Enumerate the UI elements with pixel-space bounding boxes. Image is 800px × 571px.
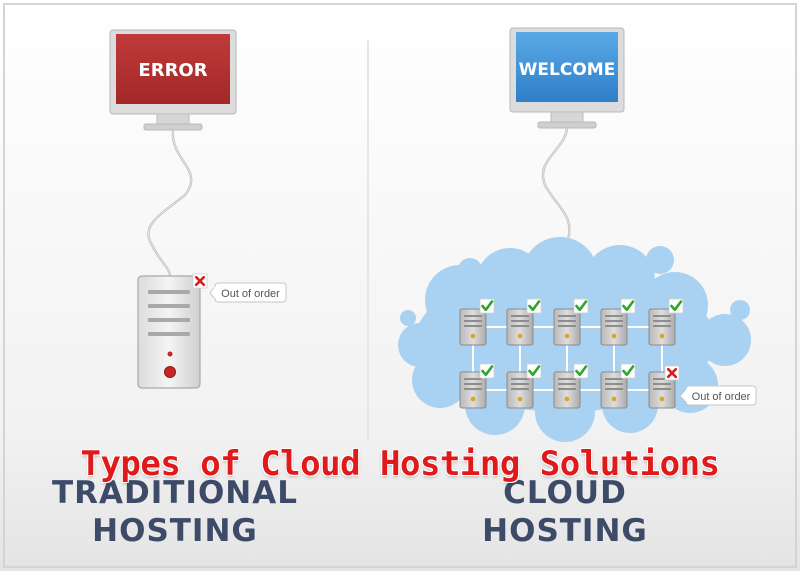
check-icon: [478, 297, 496, 315]
cloud-status-text: Out of order: [692, 391, 751, 403]
outer-border: [3, 3, 797, 568]
check-icon: [572, 362, 590, 380]
cloud-status-tag: Out of order: [679, 385, 757, 406]
check-icon: [525, 362, 543, 380]
cloud-server: [553, 308, 581, 346]
cloud-server: [459, 308, 487, 346]
cloud-server: [600, 308, 628, 346]
check-icon: [619, 297, 637, 315]
check-icon: [619, 362, 637, 380]
cross-icon: [192, 273, 208, 289]
cross-icon: [664, 365, 680, 381]
cloud-label-line2: HOSTING: [482, 513, 648, 549]
traditional-label-line1: TRADITIONAL: [52, 475, 298, 511]
cloud-label-line1: CLOUD: [503, 475, 627, 511]
error-screen-text: ERROR: [138, 60, 207, 81]
traditional-hosting-label: TRADITIONAL HOSTING: [40, 474, 310, 550]
welcome-screen-text: WELCOME: [519, 60, 616, 80]
error-monitor: ERROR: [109, 29, 237, 131]
check-icon: [525, 297, 543, 315]
check-icon: [667, 297, 685, 315]
traditional-status-tag: Out of order: [209, 282, 287, 303]
page-title: Types of Cloud Hosting Solutions: [80, 444, 720, 484]
server-tower: [137, 275, 201, 389]
welcome-monitor: WELCOME: [509, 27, 625, 129]
check-icon: [572, 297, 590, 315]
traditional-label-line2: HOSTING: [92, 513, 258, 549]
cloud-server: [648, 308, 676, 346]
cloud-server: [506, 308, 534, 346]
cloud-hosting-label: CLOUD HOSTING: [470, 474, 660, 550]
check-icon: [478, 362, 496, 380]
traditional-status-text: Out of order: [221, 288, 280, 300]
